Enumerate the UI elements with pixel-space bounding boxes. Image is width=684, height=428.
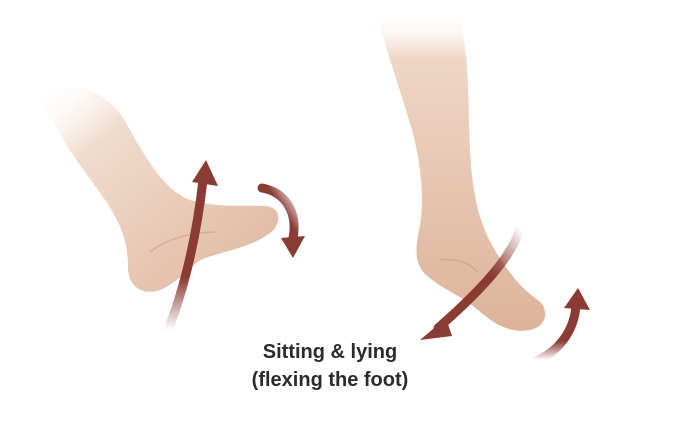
right-curved-up-arrow xyxy=(533,288,590,365)
right-down-left-arrow xyxy=(420,223,525,340)
right-leg-foot xyxy=(378,9,546,331)
caption: Sitting & lying (flexing the foot) xyxy=(200,338,460,394)
left-up-arrow xyxy=(163,160,218,335)
left-leg-foot xyxy=(40,88,279,292)
left-curved-down-arrow xyxy=(257,183,305,258)
caption-line-1: Sitting & lying xyxy=(262,341,398,363)
caption-line-2: (flexing the foot) xyxy=(251,369,409,391)
